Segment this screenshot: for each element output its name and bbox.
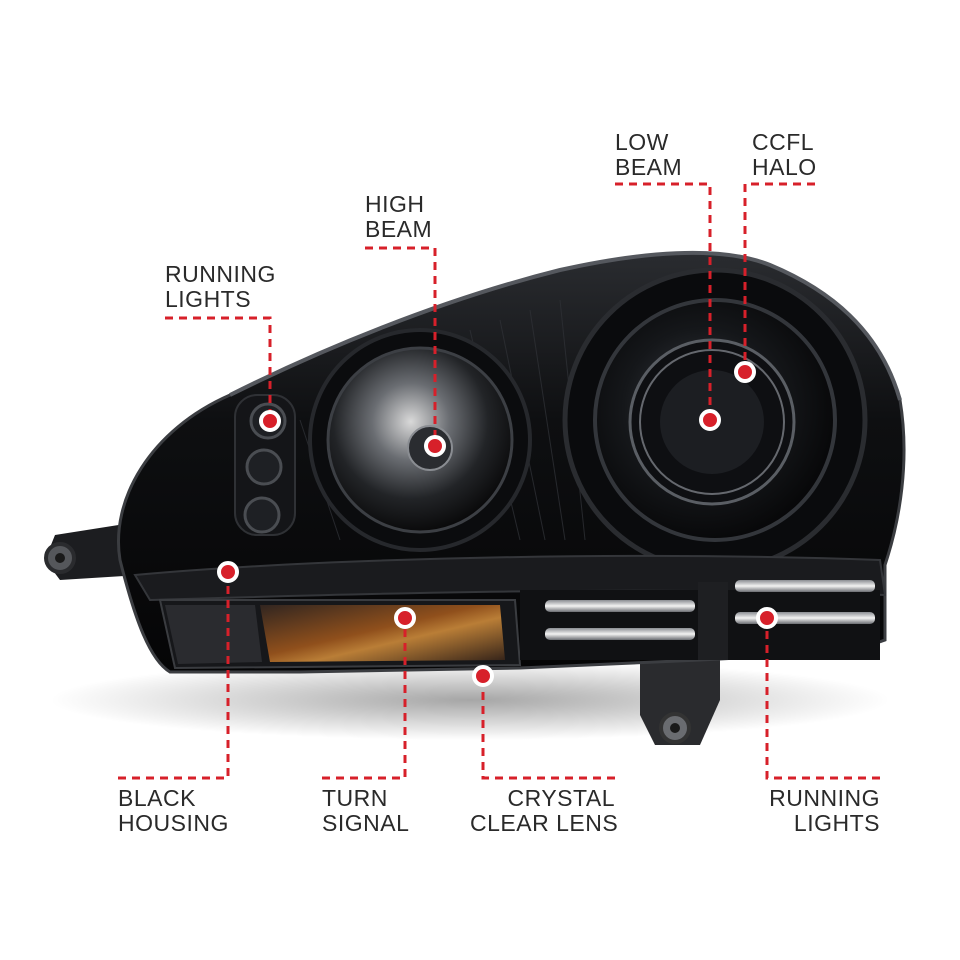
label-running-lights-bottom: RUNNING LIGHTS — [740, 786, 880, 836]
label-line: CRYSTAL — [507, 785, 615, 811]
callout-line-turn-signal — [322, 618, 407, 780]
callout-line-running-lights-bottom — [765, 618, 880, 780]
label-line: HOUSING — [118, 810, 229, 836]
label-line: BEAM — [365, 216, 433, 242]
dot-black-housing — [217, 561, 239, 583]
label-line: BLACK — [118, 785, 196, 811]
housing-rim — [229, 250, 902, 401]
label-high-beam: HIGH BEAM — [365, 192, 432, 242]
label-line: SIGNAL — [322, 810, 410, 836]
label-line: RUNNING — [165, 261, 276, 287]
dot-low-beam — [699, 409, 721, 431]
high-beam-reflector — [308, 328, 532, 552]
label-line: HIGH — [365, 191, 425, 217]
callout-line-ccfl-halo — [743, 182, 815, 372]
dot-running-lights-top — [259, 410, 281, 432]
dot-turn-signal — [394, 607, 416, 629]
mounting-tab-bottom — [640, 660, 720, 745]
label-black-housing: BLACK HOUSING — [118, 786, 229, 836]
label-turn-signal: TURN SIGNAL — [322, 786, 409, 836]
running-light-pods — [234, 394, 296, 536]
dot-crystal-clear-lens — [472, 665, 494, 687]
label-line: RUNNING — [769, 785, 880, 811]
label-crystal-clear-lens: CRYSTAL CLEAR LENS — [470, 785, 619, 836]
label-line: TURN — [322, 785, 388, 811]
callout-line-high-beam — [365, 246, 437, 446]
turn-signal-lens — [158, 599, 522, 670]
label-low-beam: LOW BEAM — [615, 130, 682, 180]
label-line: LIGHTS — [793, 810, 880, 836]
label-line: BEAM — [615, 154, 683, 180]
callout-dots — [217, 361, 778, 687]
label-line: HALO — [752, 154, 817, 180]
dot-ccfl-halo — [734, 361, 756, 383]
label-running-lights-top: RUNNING LIGHTS — [165, 262, 276, 312]
callout-line-running-lights-top — [165, 316, 272, 420]
label-line: LOW — [615, 129, 669, 155]
label-line: LIGHTS — [165, 286, 252, 312]
label-line: CLEAR LENS — [470, 810, 619, 836]
label-ccfl-halo: CCFL HALO — [752, 130, 817, 180]
callout-line-crystal-clear-lens — [481, 676, 615, 780]
dot-high-beam — [424, 435, 446, 457]
label-line: CCFL — [752, 129, 815, 155]
lower-trim-bar — [133, 554, 887, 602]
dot-running-lights-bottom — [756, 607, 778, 629]
callout-line-low-beam — [615, 182, 712, 420]
drl-light-bars — [520, 580, 880, 660]
callout-lines — [118, 182, 880, 780]
